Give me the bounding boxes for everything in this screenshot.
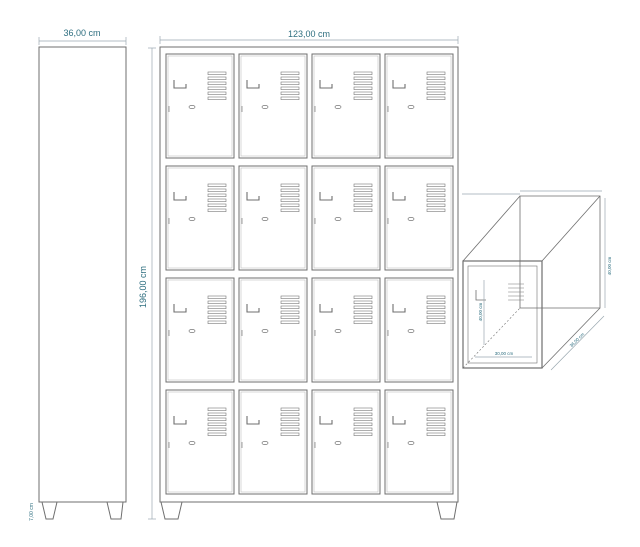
locker-door [384,389,454,495]
handle-icon [173,416,187,425]
lock-icon [334,329,342,333]
isometric-locker: 40,00 cm 36,00 cm 30,00 cm 40,00 cm [462,190,612,371]
locker-door [165,165,235,271]
locker-door [311,53,381,159]
cabinet-body [159,46,459,503]
locker-doors [165,53,454,495]
locker-door [384,53,454,159]
lock-icon [334,217,342,221]
handle-icon [392,416,406,425]
locker-door [165,277,235,383]
locker-door [238,53,308,159]
locker-door [384,277,454,383]
locker-door [384,165,454,271]
front-width-label: 123,00 cm [288,29,330,39]
front-foot-left [160,501,183,520]
handle-icon [246,304,260,313]
handle-icon [392,304,406,313]
locker-door [311,389,381,495]
handle-icon [246,416,260,425]
side-foot-right [106,501,124,520]
locker-height-label: 40,00 cm [478,302,483,321]
lock-icon [261,217,269,221]
lock-icon [407,217,415,221]
handle-icon [319,304,333,313]
locker-width-label: 30,00 cm [495,351,514,356]
handle-icon [319,416,333,425]
side-view: 36,00 cm 7,00 cm [29,28,127,521]
lock-icon [261,105,269,109]
locker-depth-label: 36,00 cm [569,331,586,348]
locker-door [238,389,308,495]
lock-icon [407,441,415,445]
handle-icon [173,304,187,313]
lock-icon [261,329,269,333]
side-panel [38,46,127,503]
handle-icon [246,80,260,89]
height-label: 196,00 cm [138,266,148,308]
handle-icon [319,192,333,201]
height-dimension: 196,00 cm [138,47,156,520]
locker-door [165,389,235,495]
front-view: 123,00 cm [159,29,459,520]
handle-icon [173,80,187,89]
lock-icon [407,105,415,109]
locker-door [238,277,308,383]
lock-icon [407,329,415,333]
locker-door [311,277,381,383]
handle-icon [392,192,406,201]
lock-icon [188,105,196,109]
handle-icon [392,80,406,89]
lock-icon [188,217,196,221]
lock-icon [188,441,196,445]
side-foot-left [41,501,58,520]
foot-height-label: 7,00 cm [29,503,35,521]
lock-icon [334,105,342,109]
lock-icon [334,441,342,445]
handle-icon [173,192,187,201]
locker-door [311,165,381,271]
handle-icon [246,192,260,201]
side-width-label: 36,00 cm [63,28,100,38]
locker-door [165,53,235,159]
locker-depth-right-label: 40,00 cm [607,256,612,275]
handle-icon [319,80,333,89]
lock-icon [188,329,196,333]
front-foot-right [436,501,458,520]
locker-door [238,165,308,271]
lock-icon [261,441,269,445]
